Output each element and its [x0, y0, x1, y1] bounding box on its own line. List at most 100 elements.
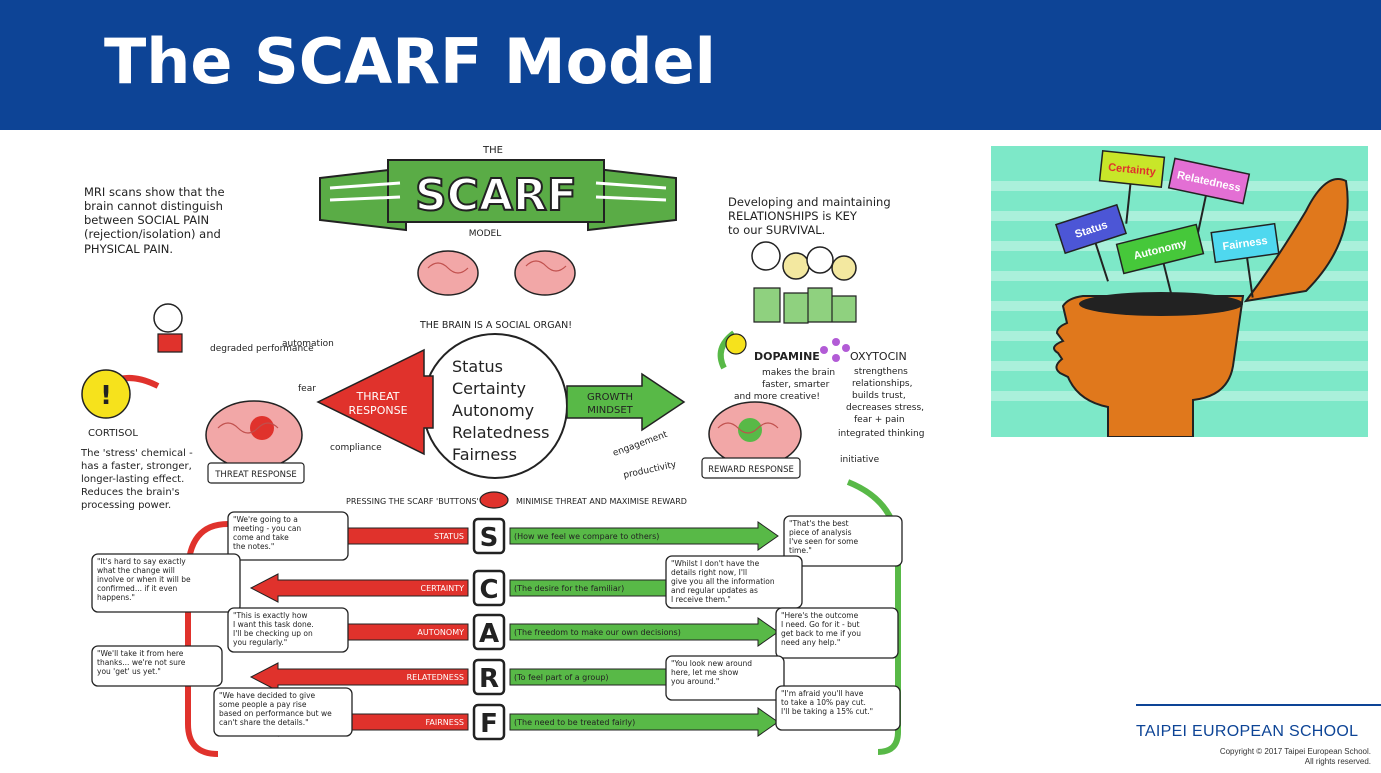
reward-quote-line: and regular updates as: [671, 586, 758, 595]
reward-quote-line: get back to me if you: [781, 629, 861, 638]
growth-arrow-line: MINDSET: [587, 405, 633, 416]
right-note: Developing and maintaining RELATIONSHIPS…: [728, 195, 891, 237]
banner-bottom-text: MODEL: [469, 229, 501, 239]
social-organ-text: THE BRAIN IS A SOCIAL ORGAN!: [419, 320, 572, 331]
right-note-line: RELATIONSHIPS is KEY: [728, 209, 858, 223]
right-note-line: Developing and maintaining: [728, 195, 891, 209]
head-illustration: CertaintyRelatednessStatusAutonomyFairne…: [991, 146, 1368, 437]
oxytocin-note-line: strengthens: [854, 367, 908, 377]
scarf-rows: STATUS S (How we feel we compare to others…: [92, 512, 902, 739]
footer-copyright-line: Copyright © 2017 Taipei European School.: [1131, 747, 1371, 757]
oxytocin-note-line: fear + pain: [854, 415, 905, 425]
oxytocin-note-line: builds trust,: [852, 391, 906, 401]
scarf-buttons-caption: PRESSING THE SCARF 'BUTTONS' MINIMISE TH…: [346, 492, 687, 508]
reward-effect: integrated thinking: [838, 429, 924, 439]
threat-quote-line: "We'll take it from here: [97, 649, 184, 658]
threat-quote-line: some people a pay rise: [219, 700, 307, 709]
threat-quote-line: you 'get' us yet.": [97, 667, 161, 676]
oxytocin-label: OXYTOCIN: [850, 350, 907, 363]
right-note-line: to our SURVIVAL.: [728, 223, 825, 237]
left-note-line: PHYSICAL PAIN.: [84, 242, 173, 256]
threat-quote-line: you regularly.": [233, 638, 287, 647]
reward-quote-line: I'll be taking a 15% cut.": [781, 707, 873, 716]
growth-mindset-arrow: GROWTH MINDSET: [567, 374, 684, 430]
threat-quote-line: involve or when it will be: [97, 575, 191, 584]
dopamine-label: DOPAMINE: [754, 350, 820, 363]
footer-copyright: Copyright © 2017 Taipei European School.…: [1131, 747, 1371, 767]
domain-label: Autonomy: [452, 401, 534, 420]
cortisol-block: ! CORTISOL The 'stress' chemical - has a…: [80, 304, 193, 511]
slide-header: The SCARF Model: [0, 0, 1381, 130]
threat-effect: fear: [298, 384, 316, 394]
threat-quote-line: what the change will: [97, 566, 175, 575]
scarf-letter: F: [480, 709, 498, 739]
reward-quote-line: "I'm afraid you'll have: [781, 689, 864, 698]
reward-quote-line: I've seen for some: [789, 537, 858, 546]
reward-quote-line: "You look new around: [671, 659, 752, 668]
left-note: MRI scans show that the brain cannot dis…: [84, 185, 225, 256]
scarf-domains-circle: Status Certainty Autonomy Relatedness Fa…: [423, 334, 567, 478]
oxytocin-block: OXYTOCIN strengthens relationships, buil…: [820, 338, 924, 425]
scarf-letter: C: [479, 575, 498, 605]
domain-label: Certainty: [452, 379, 526, 398]
banner-top-text: THE: [482, 145, 503, 156]
threat-effect: compliance: [330, 443, 382, 453]
dopamine-note-line: makes the brain: [762, 368, 835, 378]
threat-arrow-line: RESPONSE: [348, 404, 407, 417]
buttons-result: MINIMISE THREAT AND MAXIMISE REWARD: [516, 497, 687, 506]
cortisol-note-line: The 'stress' chemical -: [80, 448, 193, 459]
threat-effect: automation: [282, 339, 334, 349]
cortisol-note-line: processing power.: [81, 500, 171, 511]
reward-effect: initiative: [840, 455, 880, 465]
scarf-letter: A: [479, 619, 499, 649]
scarf-row: RELATEDNESS R (To feel part of a group) "We…: [92, 646, 784, 700]
svg-text:!: !: [100, 381, 112, 411]
reward-quote-line: time.": [789, 546, 812, 555]
domain-label: Fairness: [452, 445, 517, 464]
reward-quote-line: I receive them.": [671, 595, 731, 604]
threat-response-arrow: THREAT RESPONSE: [318, 350, 433, 454]
reward-effect: engagement: [612, 430, 670, 459]
scarf-banner: THE SCARF MODEL: [320, 145, 676, 239]
threat-quote-line: "This is exactly how: [233, 611, 308, 620]
left-note-line: MRI scans show that the: [84, 185, 225, 199]
threat-quote-line: "It's hard to say exactly: [97, 557, 186, 566]
growth-arrow-line: GROWTH: [587, 392, 633, 403]
reward-row-label: (The need to be treated fairly): [514, 718, 635, 727]
reward-quote-line: I need. Go for it - but: [781, 620, 860, 629]
threat-row-label: RELATEDNESS: [407, 673, 464, 682]
reward-quote-line: need any help.": [781, 638, 840, 647]
cortisol-note-line: longer-lasting effect.: [81, 474, 184, 485]
dopamine-note-line: and more creative!: [734, 392, 820, 402]
domain-label: Status: [452, 357, 503, 376]
threat-quote-line: thanks... we're not sure: [97, 658, 186, 667]
left-note-line: between SOCIAL PAIN: [84, 213, 209, 227]
reward-brain-label: REWARD RESPONSE: [708, 465, 794, 475]
reward-quote-line: details right now, I'll: [671, 568, 747, 577]
cortisol-note-line: Reduces the brain's: [81, 487, 180, 498]
reward-row-label: (To feel part of a group): [514, 673, 609, 682]
reward-row-label: (How we feel we compare to others): [514, 532, 659, 541]
footer-divider: [1136, 704, 1381, 706]
threat-brain-label: THREAT RESPONSE: [214, 470, 297, 480]
threat-quote-line: can't share the details.": [219, 718, 309, 727]
threat-quote-line: I'll be checking up on: [233, 629, 313, 638]
cortisol-note-line: has a faster, stronger,: [81, 461, 192, 472]
threat-quote-line: the notes.": [233, 542, 274, 551]
threat-row-label: STATUS: [434, 532, 464, 541]
threat-quote-line: "We're going to a: [233, 515, 298, 524]
scarf-letter: S: [480, 523, 499, 553]
reward-row-label: (The freedom to make our own decisions): [514, 628, 681, 637]
left-note-line: (rejection/isolation) and: [84, 227, 221, 241]
dopamine-block: DOPAMINE makes the brain faster, smarter…: [726, 334, 835, 402]
cortisol-label: CORTISOL: [88, 428, 138, 439]
threat-quote-line: happens.": [97, 593, 135, 602]
threat-quote-line: I want this task done.: [233, 620, 314, 629]
reward-quote-line: "Whilst I don't have the: [671, 559, 760, 568]
reward-effect: productivity: [623, 460, 678, 481]
left-note-line: brain cannot distinguish: [84, 199, 223, 213]
buttons-caption: PRESSING THE SCARF 'BUTTONS': [346, 497, 479, 506]
scarf-letter: R: [479, 664, 499, 694]
footer-school-name: TAIPEI EUROPEAN SCHOOL: [1136, 723, 1358, 741]
